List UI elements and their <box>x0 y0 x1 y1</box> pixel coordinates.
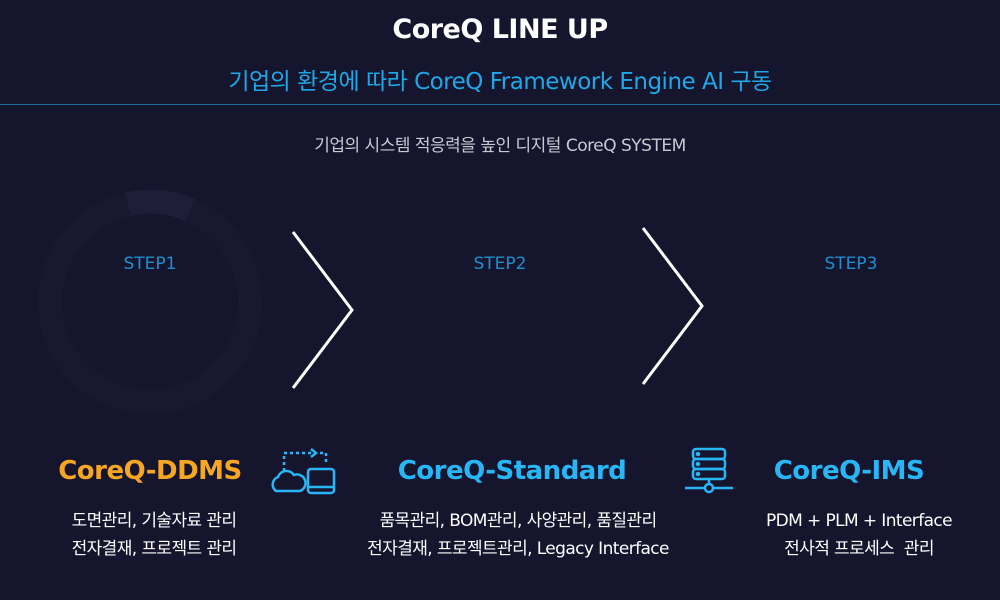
desc-line: 전자결재, 프로젝트관리, Legacy Interface <box>367 539 669 559</box>
step1-progress-ring <box>38 190 262 414</box>
product-desc-standard: 품목관리, BOM관리, 사양관리, 품질관리 전자결재, 프로젝트관리, Le… <box>328 507 708 563</box>
chevron-right-icon <box>641 227 704 385</box>
product-title-ims: CoreQ-IMS <box>773 456 925 486</box>
step3-label: STEP3 <box>824 254 878 274</box>
step1-label: STEP1 <box>123 254 177 274</box>
product-title-ddms: CoreQ-DDMS <box>58 456 242 486</box>
page-title: CoreQ LINE UP <box>392 14 608 45</box>
desc-line: 품목관리, BOM관리, 사양관리, 품질관리 <box>379 511 658 531</box>
divider <box>0 104 1000 105</box>
server-network-icon <box>685 447 733 494</box>
cloud-transfer-icon <box>271 448 336 495</box>
product-desc-ddms: 도면관리, 기술자료 관리 전자결재, 프로젝트 관리 <box>0 507 344 563</box>
tagline: 기업의 시스템 적응력을 높인 디지털 CoreQ SYSTEM <box>314 136 686 156</box>
desc-line: 전사적 프로세스 관리 <box>784 539 934 559</box>
page-subtitle: 기업의 환경에 따라 CoreQ Framework Engine AI 구동 <box>228 69 772 95</box>
desc-line: 전자결재, 프로젝트 관리 <box>71 539 237 559</box>
desc-line: 도면관리, 기술자료 관리 <box>71 511 237 531</box>
chevron-right-icon <box>291 231 354 389</box>
desc-line: PDM + PLM + Interface <box>765 511 953 531</box>
step2-label: STEP2 <box>473 254 527 274</box>
product-title-standard: CoreQ-Standard <box>397 456 627 486</box>
product-desc-ims: PDM + PLM + Interface 전사적 프로세스 관리 <box>669 507 1000 563</box>
